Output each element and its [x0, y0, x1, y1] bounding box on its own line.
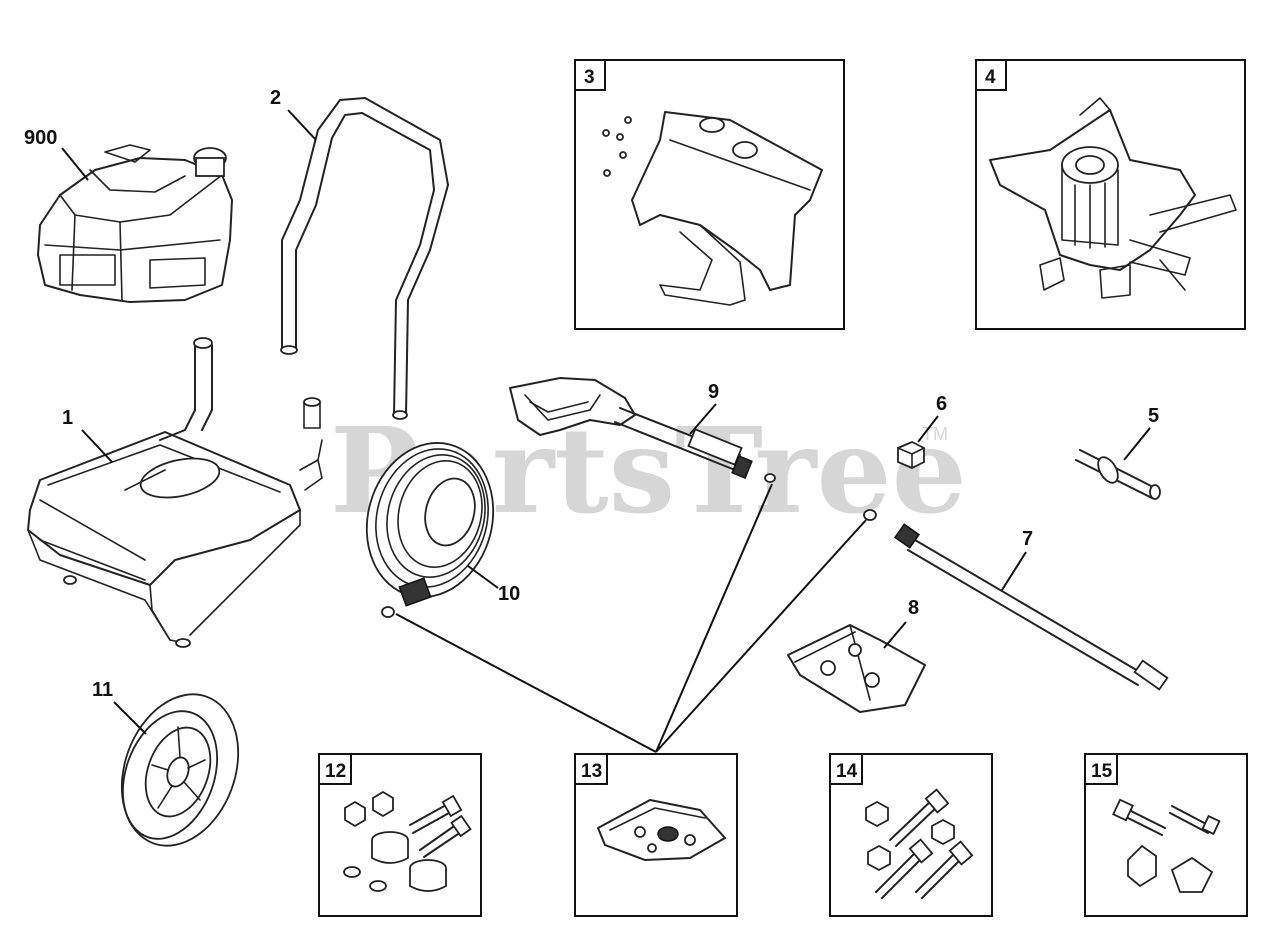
callout-pressure-hose: 10	[498, 583, 520, 605]
box-14-hardware	[865, 788, 974, 899]
part-base-frame[interactable]	[27, 337, 323, 648]
part-spray-gun[interactable]	[509, 377, 776, 483]
box-4[interactable]: 4	[975, 59, 1246, 330]
callout-cap: 6	[936, 393, 947, 415]
part-frame-handle[interactable]	[280, 97, 449, 429]
box-12-hardware	[343, 790, 472, 892]
box-3[interactable]: 3	[574, 59, 845, 330]
box-4-pump	[989, 97, 1237, 299]
box-3-bracket	[602, 111, 823, 306]
callout-base-frame: 1	[62, 407, 73, 429]
leader-lines-box-13	[395, 483, 867, 753]
callout-wheel: 11	[92, 679, 113, 701]
box-15-label: 15	[1091, 761, 1113, 782]
callout-lance: 7	[1022, 528, 1033, 550]
callout-engine: 900	[24, 127, 57, 149]
callout-adapter: 5	[1148, 405, 1159, 427]
callout-spray-gun: 9	[708, 381, 719, 403]
callout-nozzle-kit: 8	[908, 597, 919, 619]
part-wheel[interactable]	[102, 678, 259, 862]
part-adapter[interactable]	[1075, 449, 1161, 500]
box-13-kit-bag	[597, 799, 726, 861]
box-12[interactable]: 12	[318, 753, 482, 917]
box-15[interactable]: 15	[1084, 753, 1248, 917]
box-14[interactable]: 14	[829, 753, 993, 917]
box-13[interactable]: 13	[574, 753, 738, 917]
part-cap[interactable]	[897, 441, 925, 469]
box-15-hardware	[1112, 798, 1221, 893]
callout-frame-handle: 2	[270, 87, 281, 109]
watermark-trademark: TM	[922, 424, 948, 444]
part-engine[interactable]	[37, 144, 233, 303]
box-14-label: 14	[836, 761, 858, 782]
box-3-label: 3	[584, 67, 595, 88]
box-4-label: 4	[985, 67, 996, 88]
part-lance[interactable]	[863, 509, 1169, 691]
part-nozzle-kit[interactable]	[787, 624, 926, 713]
part-pressure-hose[interactable]	[350, 429, 510, 618]
box-13-label: 13	[581, 761, 602, 782]
box-12-label: 12	[325, 761, 346, 782]
